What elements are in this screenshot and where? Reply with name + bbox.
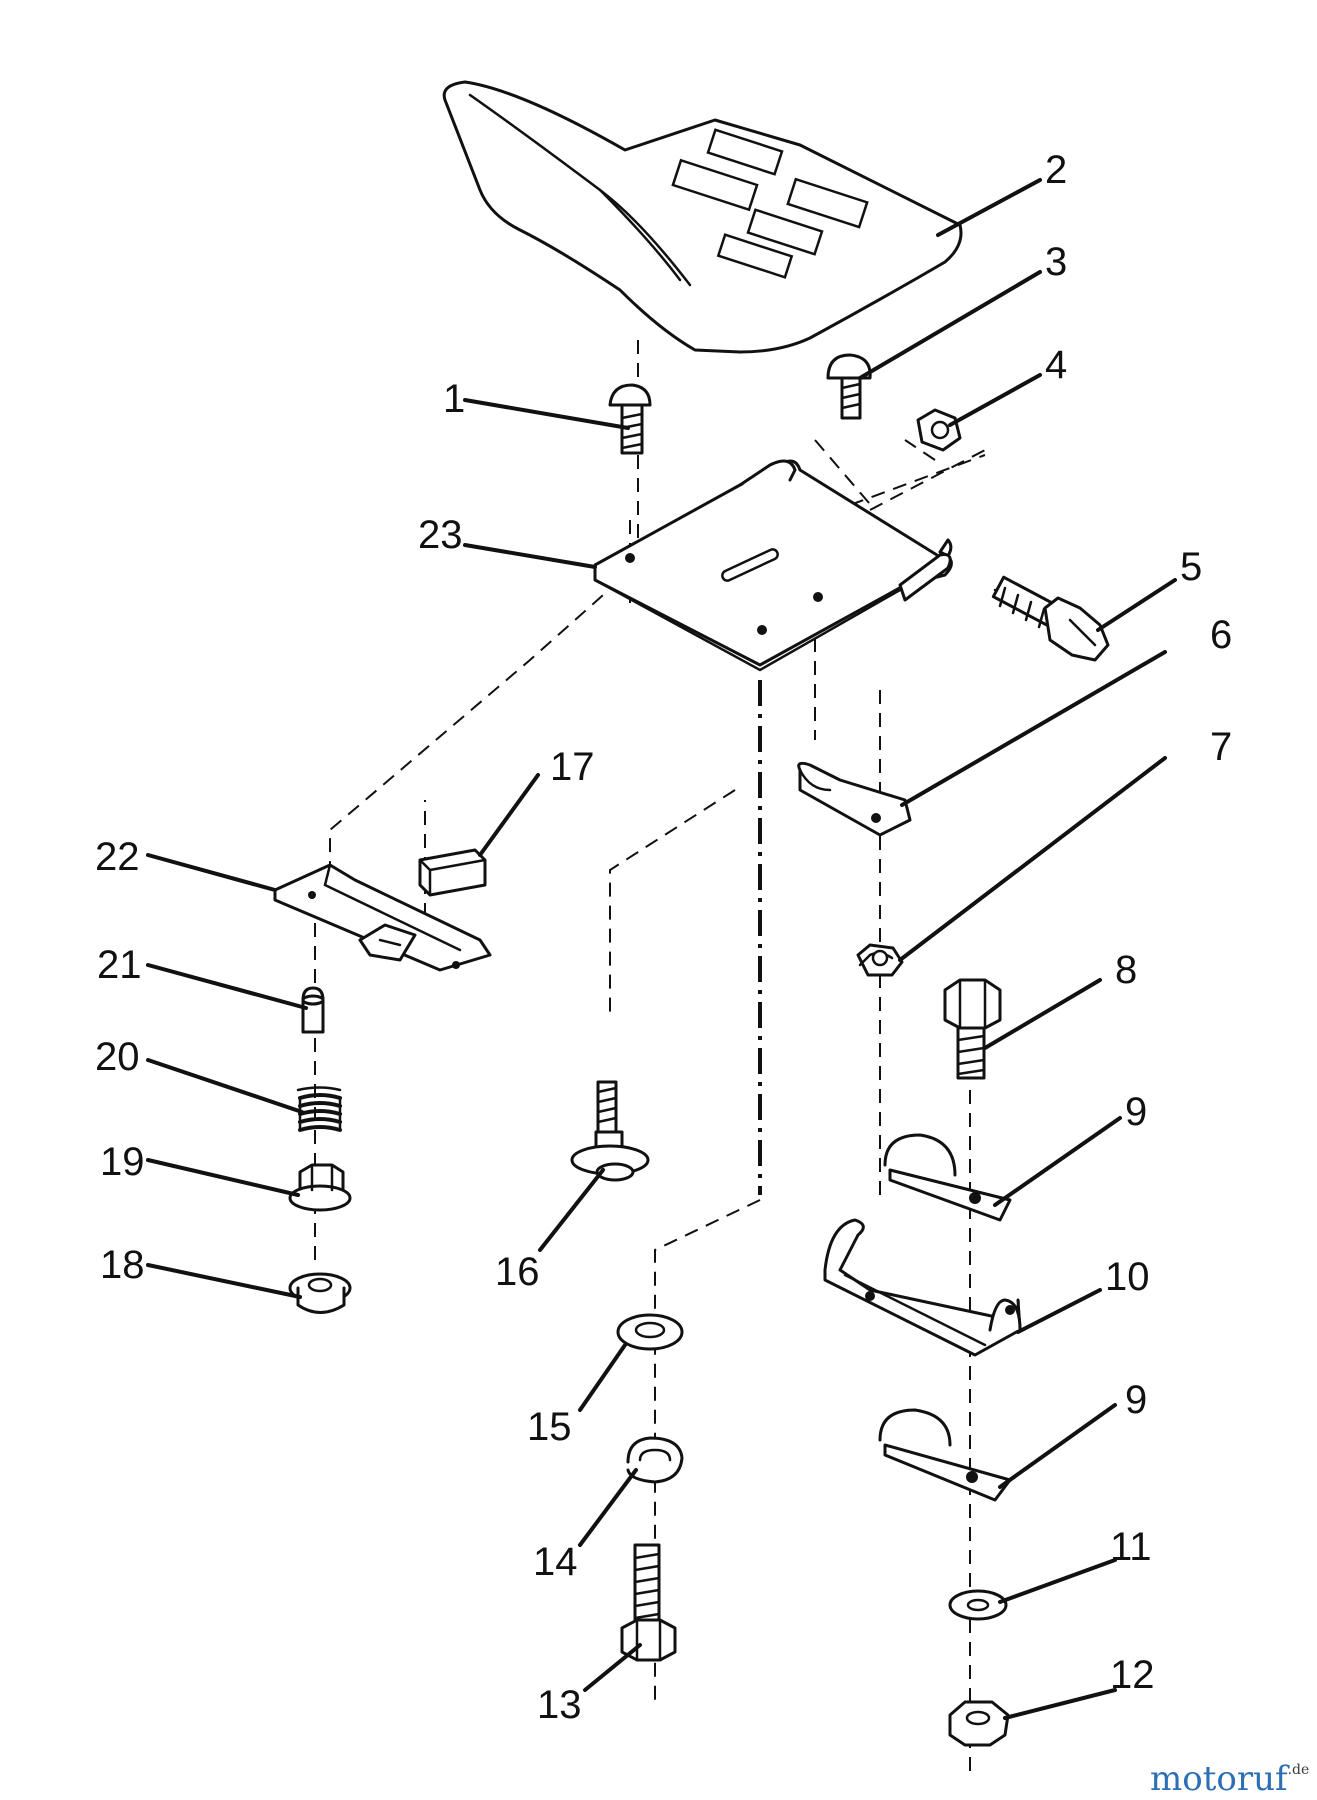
seat-part-2 [442,80,963,354]
hex-bolt-part-13 [620,1543,677,1662]
svg-text:motoruf.de: motoruf.de [1150,1759,1309,1799]
callout-2: 2 [1045,148,1067,192]
callout-labels: 1 2 3 4 5 6 7 8 9 10 9 11 12 13 14 15 16… [95,148,1232,1727]
callout-12: 12 [1110,1653,1155,1697]
callout-5: 5 [1180,545,1202,589]
callout-13: 13 [537,1683,582,1727]
shoulder-bolt-part-16 [570,1080,650,1182]
callout-4: 4 [1045,343,1067,387]
washer-part-11 [948,1589,1008,1621]
callout-6: 6 [1210,613,1232,657]
washer-part-15 [616,1313,684,1351]
clip-part-6 [797,761,912,837]
hex-nut-part-12 [948,1700,1010,1747]
callout-7: 7 [1210,725,1232,769]
hex-bolt-part-5 [991,575,1110,662]
callout-8: 8 [1115,948,1137,992]
collar-nut-part-19 [288,1163,352,1212]
clip-part-9-lower [878,1408,1012,1502]
callout-22: 22 [95,835,140,879]
callout-19: 19 [100,1140,145,1184]
callout-9-lower: 9 [1125,1378,1147,1422]
seat-plate-part-23 [593,459,953,672]
latch-plate-part-22 [273,863,492,972]
callout-18: 18 [100,1243,145,1287]
callout-leader-lines [146,178,1177,1720]
carriage-bolt-part-1 [608,383,652,455]
callout-10: 10 [1105,1255,1150,1299]
hex-nut-part-4 [916,408,962,452]
watermark-logo: motoruf.de [1150,1759,1309,1799]
lock-nut-part-7 [856,943,904,977]
callout-1: 1 [443,377,465,421]
spring-part-20 [296,1086,342,1132]
callout-9-upper: 9 [1125,1090,1147,1134]
callout-15: 15 [527,1405,572,1449]
callout-21: 21 [97,943,142,987]
callout-11: 11 [1110,1525,1152,1569]
hex-bolt-part-8 [943,978,1002,1080]
callout-17: 17 [550,745,595,789]
callout-20: 20 [95,1035,140,1079]
callout-23: 23 [418,513,463,557]
pin-part-21 [301,986,325,1034]
flange-nut-part-18 [288,1272,352,1314]
callout-16: 16 [495,1250,540,1294]
screw-part-3 [826,353,872,420]
bracket-part-10 [823,1218,1022,1357]
clip-part-9-upper [883,1133,1012,1222]
key-part-17 [418,848,487,897]
lock-washer-part-14 [626,1436,684,1484]
callout-14: 14 [533,1540,578,1584]
callout-3: 3 [1045,240,1067,284]
